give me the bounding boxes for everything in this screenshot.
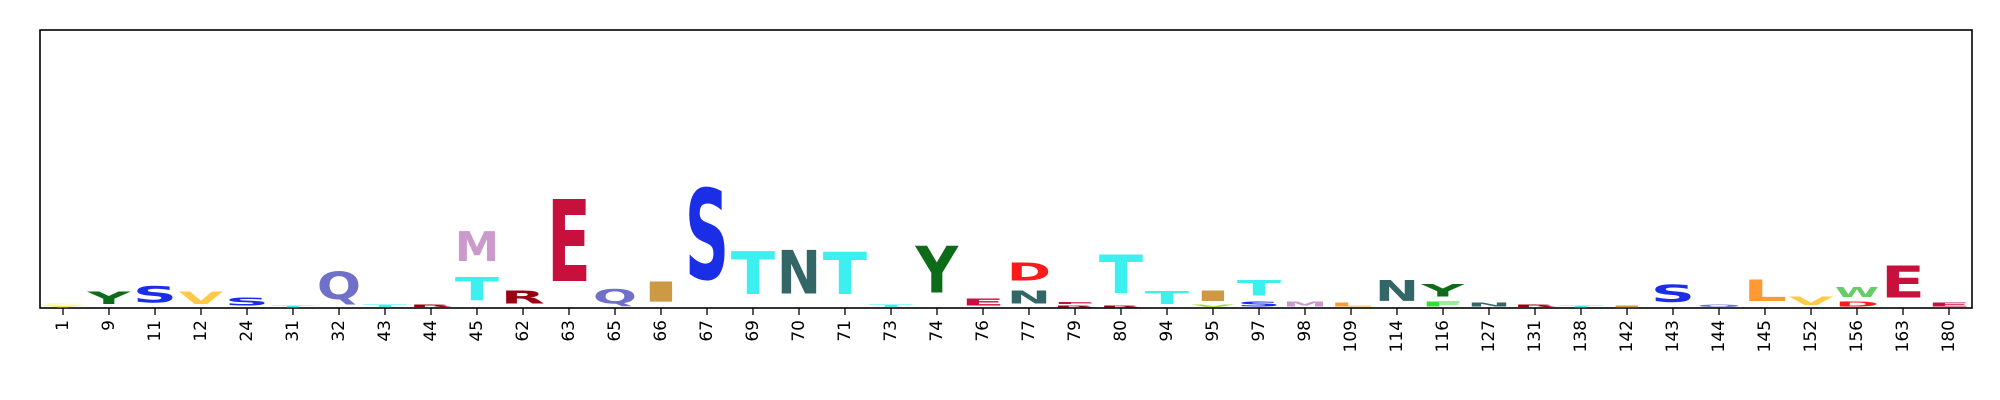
x-tick-label: 43 — [375, 320, 395, 342]
logo-letter: R — [501, 287, 545, 308]
x-tick-label: 63 — [559, 320, 579, 342]
logo-letter: Q — [593, 286, 637, 308]
logo-letter: D — [1007, 257, 1051, 287]
x-tick-label: 142 — [1617, 320, 1637, 352]
logo-letter: S — [1651, 280, 1695, 308]
logo-letter: I — [639, 276, 683, 308]
logo-letter: T — [731, 240, 775, 308]
x-tick-label: 31 — [283, 320, 303, 342]
x-tick-label: 144 — [1709, 320, 1729, 352]
x-tick-label: 116 — [1433, 320, 1453, 352]
logo-letter: S — [1237, 301, 1281, 309]
logo-letter: E — [1053, 302, 1097, 305]
logo-letter: T — [823, 241, 867, 308]
logo-letter: L — [1743, 274, 1787, 309]
logo-letter: V — [1191, 304, 1236, 308]
x-tick-label: 163 — [1893, 320, 1913, 352]
logo-letter: Y — [86, 289, 131, 308]
x-tick-label: 71 — [835, 320, 855, 342]
x-tick-label: 97 — [1249, 320, 1269, 342]
x-tick-label: 180 — [1939, 320, 1959, 352]
logo-letter: M — [455, 223, 499, 271]
logo-letter: R — [1099, 305, 1143, 308]
logo-letter: R — [1513, 303, 1557, 308]
logo-letter: R — [1053, 305, 1097, 308]
logo-letter: V — [179, 289, 224, 308]
x-tick-label: 127 — [1479, 320, 1499, 352]
logo-letter: T — [271, 305, 315, 308]
x-tick-label: 73 — [881, 320, 901, 342]
x-tick-label: 138 — [1571, 320, 1591, 352]
logo-letter: T — [455, 272, 499, 309]
logo-letter: N — [1375, 276, 1419, 309]
logo-letter: I — [1191, 288, 1235, 304]
x-tick-label: 98 — [1295, 320, 1315, 342]
logo-letter: F — [1421, 300, 1465, 308]
x-tick-label: 152 — [1801, 320, 1821, 352]
x-tick-label: 66 — [651, 320, 671, 342]
logo-letter: Q — [317, 264, 361, 308]
x-tick-label: 143 — [1663, 320, 1683, 352]
logo-letter: Q — [1697, 304, 1741, 308]
logo-letter: T — [1237, 276, 1281, 300]
logo-letter: T — [1099, 244, 1143, 305]
x-tick-label: 62 — [513, 320, 533, 342]
x-tick-label: 76 — [973, 320, 993, 342]
logo-letter: Y — [40, 305, 85, 308]
logo-letter: R — [409, 304, 453, 308]
x-axis-ticks: 1 9 11 12 24 31 32 43 44 45 62 63 65 66 67 69 70 71 73 74 76… — [53, 308, 1959, 352]
logo-letter: T — [869, 304, 914, 308]
logo-letter: W — [1835, 285, 1879, 301]
logo-letter: S — [133, 282, 177, 308]
x-tick-label: 145 — [1755, 320, 1775, 352]
x-tick-label: 12 — [191, 320, 211, 342]
logo-letter: L — [1329, 302, 1373, 308]
x-tick-label: 69 — [743, 320, 763, 342]
x-tick-label: 109 — [1341, 320, 1361, 352]
logo-letter: E — [1927, 302, 1971, 308]
logo-letter: Y — [915, 233, 960, 308]
logo-letter: N — [1467, 302, 1511, 308]
x-tick-label: 156 — [1847, 320, 1867, 352]
logo-letter: Y — [1420, 281, 1465, 300]
x-tick-label: 11 — [145, 320, 165, 342]
x-tick-label: 74 — [927, 320, 947, 342]
logo-letter: E — [961, 296, 1005, 308]
logo-letter: S — [225, 295, 269, 308]
x-tick-label: 65 — [605, 320, 625, 342]
logo-letter: E — [1881, 258, 1925, 309]
x-tick-label: 32 — [329, 320, 349, 342]
x-tick-label: 67 — [697, 320, 717, 342]
x-tick-label: 9 — [99, 320, 119, 331]
x-tick-label: 70 — [789, 320, 809, 342]
x-tick-label: 94 — [1157, 320, 1177, 342]
logo-letter: N — [777, 240, 821, 309]
logo-letter: T — [1559, 305, 1603, 308]
x-tick-label: 131 — [1525, 320, 1545, 352]
x-tick-label: 1 — [53, 320, 73, 331]
x-tick-label: 80 — [1111, 320, 1131, 342]
x-tick-label: 44 — [421, 320, 441, 342]
logo-letter: N — [1007, 287, 1051, 308]
logo-letter: T — [1145, 288, 1190, 308]
logo-letter: T — [363, 304, 408, 308]
x-tick-label: 114 — [1387, 320, 1407, 352]
plot-area-frame — [39, 29, 1973, 309]
x-tick-label: 79 — [1065, 320, 1085, 342]
logo-letter: D — [1835, 300, 1879, 308]
logo-letter: C — [41, 302, 85, 305]
x-tick-label: 24 — [237, 320, 257, 342]
logo-letter: S — [685, 164, 729, 308]
logo-letter: E — [547, 177, 591, 308]
x-tick-label: 95 — [1203, 320, 1223, 342]
logo-letter: V — [1789, 295, 1833, 308]
x-tick-label: 45 — [467, 320, 487, 342]
logo-letter: M — [1283, 301, 1327, 308]
x-tick-label: 77 — [1019, 320, 1039, 342]
logo-letter: I — [1605, 305, 1649, 308]
